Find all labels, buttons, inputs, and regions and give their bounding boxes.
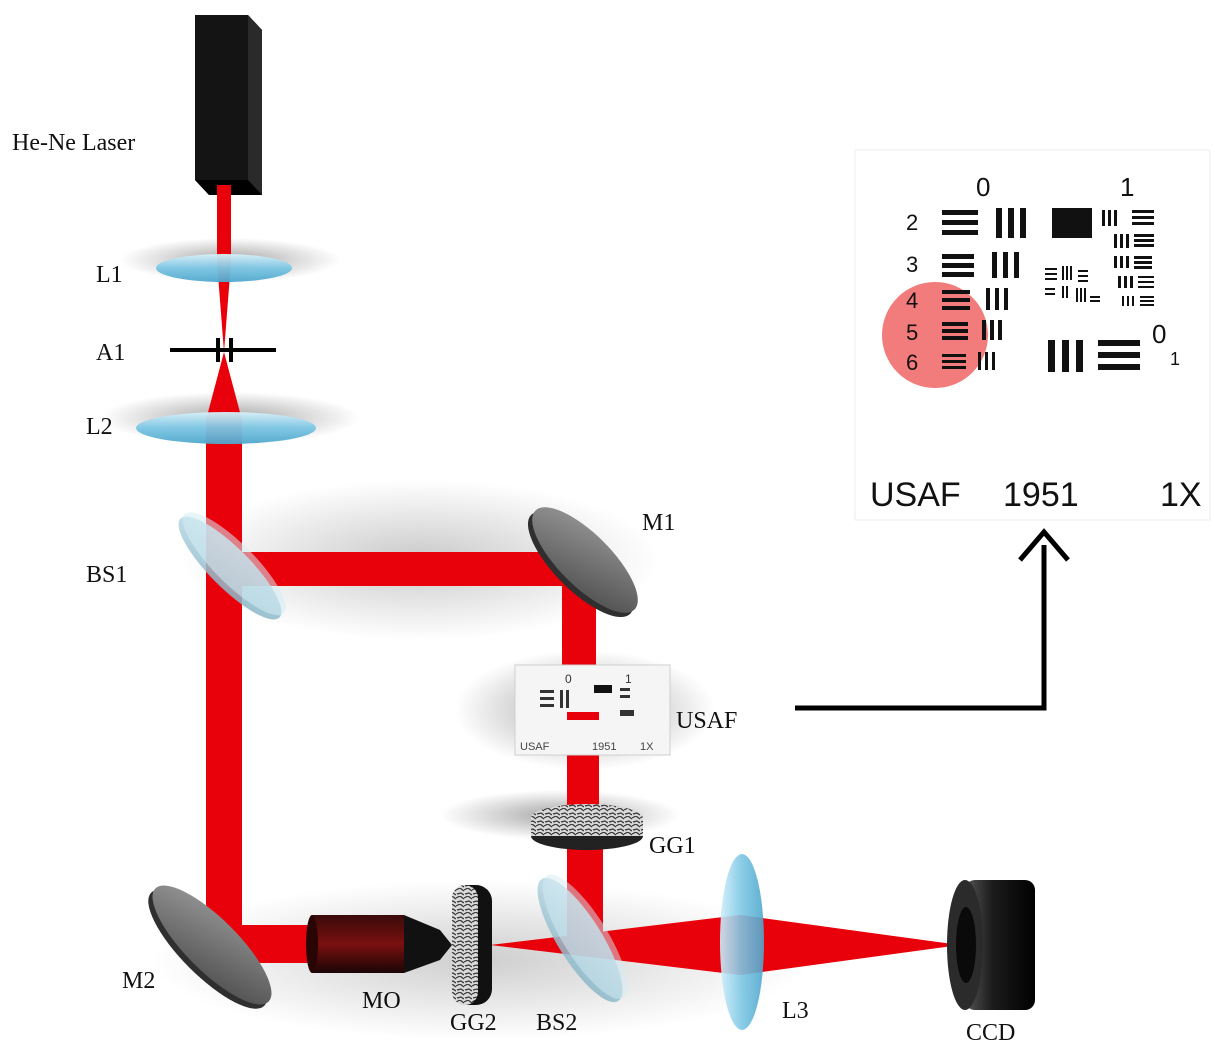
inset-element-label: 3 <box>906 252 918 277</box>
label-gg1: GG1 <box>649 833 696 859</box>
usaf-target-small: 0 1 USAF 1951 1X <box>515 665 670 755</box>
label-gg2: GG2 <box>450 1010 497 1036</box>
inset-footer-year: 1951 <box>1003 476 1079 514</box>
small-target-group-a: 0 <box>565 672 572 686</box>
label-m1: M1 <box>642 510 675 536</box>
label-l3: L3 <box>782 998 809 1024</box>
label-bs1: BS1 <box>86 562 127 588</box>
label-mo: MO <box>362 988 401 1014</box>
inset-element-label: 5 <box>906 320 918 345</box>
label-l2: L2 <box>86 414 113 440</box>
inset-group-right-sub: 1 <box>1170 349 1180 369</box>
label-a1: A1 <box>96 340 125 366</box>
ground-glass-gg2 <box>452 885 492 1005</box>
label-bs2: BS2 <box>536 1010 577 1036</box>
laser <box>195 15 262 195</box>
beam-spot-highlight <box>882 282 988 388</box>
inset-group-top-left: 0 <box>976 172 990 202</box>
zoom-arrow <box>795 532 1068 708</box>
lens-l2 <box>136 412 316 444</box>
label-l1: L1 <box>96 262 123 288</box>
small-target-footer-name: USAF <box>520 741 550 753</box>
inset-group-top-right: 1 <box>1120 172 1134 202</box>
label-ccd: CCD <box>966 1020 1015 1046</box>
inset-element-label: 2 <box>906 210 918 235</box>
inset-footer-name: USAF <box>870 476 961 514</box>
inset-element-label: 6 <box>906 350 918 375</box>
label-laser: He-Ne Laser <box>12 130 135 156</box>
small-target-footer-mag: 1X <box>640 741 654 753</box>
ccd-camera <box>947 880 1035 1010</box>
label-usaf: USAF <box>676 708 737 734</box>
inset-group-right: 0 <box>1152 319 1166 349</box>
lens-l1 <box>156 254 292 282</box>
label-m2: M2 <box>122 968 155 994</box>
lens-l3 <box>720 854 764 1030</box>
usaf-target-inset: 0 1 2 3 4 5 6 <box>855 150 1210 520</box>
small-target-footer-year: 1951 <box>592 741 616 753</box>
inset-footer-mag: 1X <box>1160 476 1202 514</box>
small-target-group-b: 1 <box>625 672 632 686</box>
ground-glass-gg1 <box>531 804 643 850</box>
inset-element-label: 4 <box>906 288 918 313</box>
